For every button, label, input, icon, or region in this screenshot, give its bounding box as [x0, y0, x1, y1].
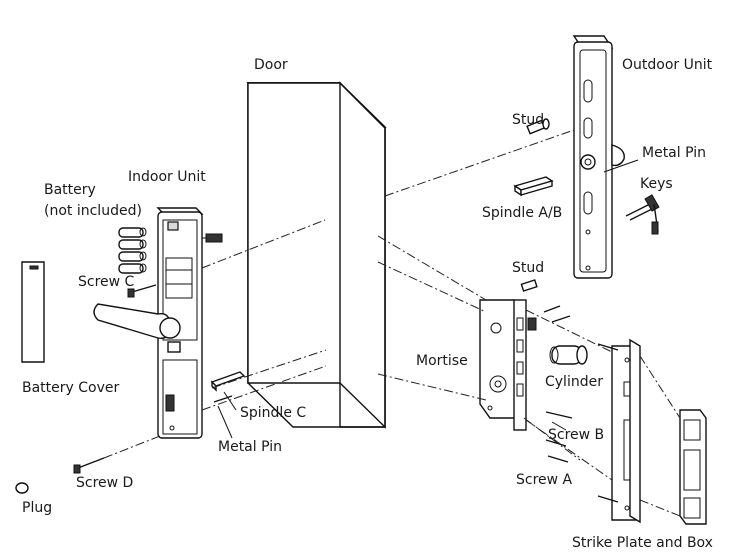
battery-cover [21, 261, 45, 363]
label-cylinder: Cylinder [545, 374, 603, 390]
battery-icon [118, 227, 147, 274]
label-mortise: Mortise [416, 353, 468, 369]
assembly-lines [103, 129, 681, 517]
stud-top [526, 118, 550, 135]
keys-icon [625, 194, 660, 235]
label-not-included: (not included) [44, 203, 142, 219]
label-screw-d: Screw D [76, 475, 133, 491]
label-battery-cover: Battery Cover [22, 380, 120, 396]
label-spindle-c: Spindle C [240, 405, 306, 421]
stud-mid [520, 279, 538, 292]
label-outdoor-unit: Outdoor Unit [622, 57, 713, 73]
spindle-c [210, 371, 246, 392]
plug-icon [15, 482, 29, 494]
screw-d-icon [73, 457, 105, 474]
label-stud-mid: Stud [512, 260, 544, 276]
label-door: Door [254, 57, 288, 73]
label-screw-b: Screw B [548, 427, 604, 443]
strike-plate [611, 338, 641, 524]
mortise-screws [543, 305, 573, 463]
door-body [247, 82, 386, 429]
label-keys: Keys [640, 176, 673, 192]
mortise [479, 299, 537, 431]
label-spindle-ab: Spindle A/B [482, 205, 562, 221]
screw-c-icon [127, 284, 157, 298]
labels: Door Outdoor Unit Stud Metal Pin Keys Sp… [22, 57, 713, 551]
label-strike-plate-box: Strike Plate and Box [572, 535, 713, 551]
cylinder-icon [549, 345, 588, 365]
label-screw-a: Screw A [516, 472, 573, 488]
outdoor-unit [572, 35, 625, 279]
metal-pin-bottom [213, 395, 233, 403]
leader-lines [217, 159, 639, 439]
strike-screws [597, 343, 619, 503]
label-battery: Battery [44, 182, 96, 198]
label-plug: Plug [22, 500, 52, 516]
cable-connector [202, 233, 223, 243]
label-screw-c: Screw C [78, 274, 135, 290]
label-indoor-unit: Indoor Unit [128, 169, 206, 185]
spindle-ab [513, 176, 554, 197]
label-metal-pin-bottom: Metal Pin [218, 439, 282, 455]
strike-box [679, 409, 707, 525]
indoor-unit [93, 207, 204, 439]
label-stud-top: Stud [512, 112, 544, 128]
label-metal-pin-top: Metal Pin [642, 145, 706, 161]
